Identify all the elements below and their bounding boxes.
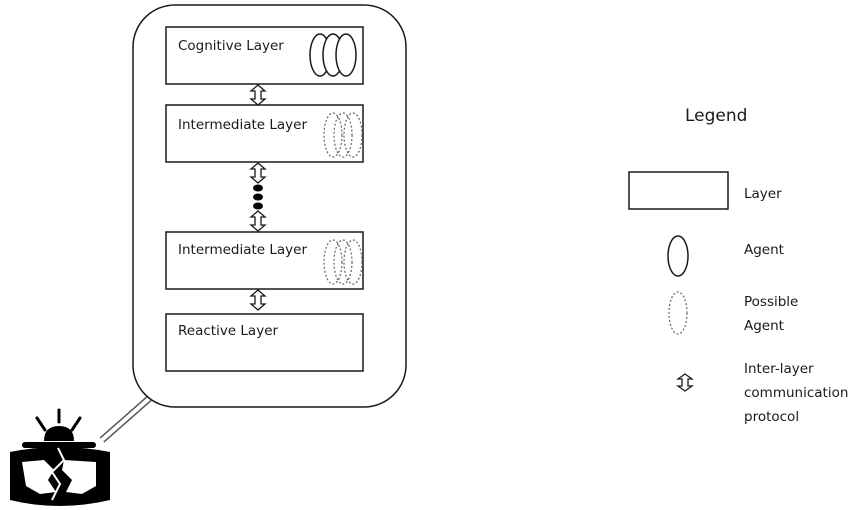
legend-label-possible-agent-line1: Possible [744, 294, 799, 310]
double-arrow-icon [675, 373, 695, 392]
legend-label-protocol-line2: communication [744, 385, 849, 401]
layer-label-cognitive: Cognitive Layer [178, 38, 284, 54]
robot-connector [99, 393, 155, 443]
possible-agent-icon [343, 112, 363, 158]
legend-label-protocol-line1: Inter-layer [744, 361, 814, 377]
layer-label-reactive: Reactive Layer [178, 323, 279, 339]
possible-agent-dotted-ellipse-icon [668, 291, 688, 335]
possible-agent-icon [323, 112, 343, 158]
double-arrow-icon [249, 162, 267, 184]
agent-ellipse-icon [335, 33, 357, 77]
legend-label-protocol-line3: protocol [744, 409, 800, 425]
layer-label-intermediate-1: Intermediate Layer [178, 117, 308, 133]
double-arrow-icon [249, 210, 267, 232]
legend-label-possible-agent-line2: Agent [744, 318, 784, 334]
layer-rectangle-icon [628, 171, 729, 210]
possible-agent-group-2 [323, 239, 363, 285]
layer-box-reactive [165, 313, 364, 372]
robot-base-icon [10, 408, 110, 506]
possible-agent-icon [343, 239, 363, 285]
legend-label-agent: Agent [744, 242, 784, 258]
double-arrow-icon [249, 289, 267, 311]
agent-ellipse-icon [667, 235, 689, 277]
possible-agent-icon [333, 112, 353, 158]
ellipsis-dots [253, 184, 263, 210]
legend-title: Legend [685, 106, 748, 126]
possible-agent-icon [323, 239, 343, 285]
double-arrow-icon [249, 84, 267, 106]
layer-label-intermediate-2: Intermediate Layer [178, 242, 308, 258]
possible-agent-group-1 [323, 112, 363, 158]
possible-agent-icon [333, 239, 353, 285]
agent-group-cognitive [309, 33, 357, 77]
legend-label-layer: Layer [744, 186, 782, 202]
